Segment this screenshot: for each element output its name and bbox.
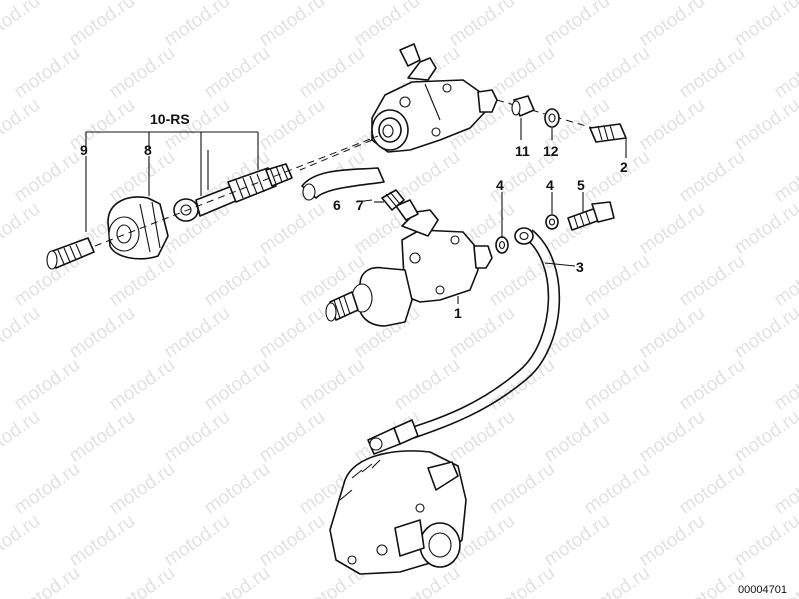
hose-clamp bbox=[381, 189, 405, 211]
callout-12: 12 bbox=[543, 143, 559, 159]
callout-2: 2 bbox=[620, 159, 628, 175]
callout-7: 7 bbox=[356, 197, 364, 213]
sealing-ring-4-left bbox=[495, 236, 509, 254]
lower-cylinder-housing bbox=[325, 199, 493, 327]
slave-cylinder bbox=[329, 450, 467, 575]
callout-4-right: 4 bbox=[546, 177, 554, 193]
leader-lines bbox=[85, 118, 627, 304]
upper-cylinder-housing bbox=[371, 43, 498, 153]
callout-3: 3 bbox=[576, 259, 584, 275]
hydraulic-line bbox=[367, 227, 561, 455]
diagram-code: 00004701 bbox=[738, 584, 787, 596]
callout-1: 1 bbox=[454, 305, 462, 321]
callout-4-left: 4 bbox=[496, 177, 504, 193]
assembly-axis-line bbox=[94, 135, 379, 247]
callout-5: 5 bbox=[577, 177, 585, 193]
reservoir-hose bbox=[301, 167, 385, 201]
sealing-ring-12 bbox=[544, 108, 560, 128]
callout-6: 6 bbox=[333, 197, 341, 213]
screw-2 bbox=[589, 123, 627, 143]
assembly-line-left bbox=[299, 139, 373, 171]
callout-10-rs: 10-RS bbox=[150, 111, 190, 127]
banjo-bolt-5 bbox=[567, 201, 615, 231]
bushing bbox=[511, 95, 535, 117]
callout-9: 9 bbox=[80, 142, 88, 158]
dust-boot bbox=[107, 196, 169, 260]
sealing-ring-4-right bbox=[545, 214, 559, 230]
callout-11: 11 bbox=[515, 143, 530, 159]
push-rod-bolt bbox=[46, 237, 95, 270]
callout-8: 8 bbox=[144, 142, 152, 158]
